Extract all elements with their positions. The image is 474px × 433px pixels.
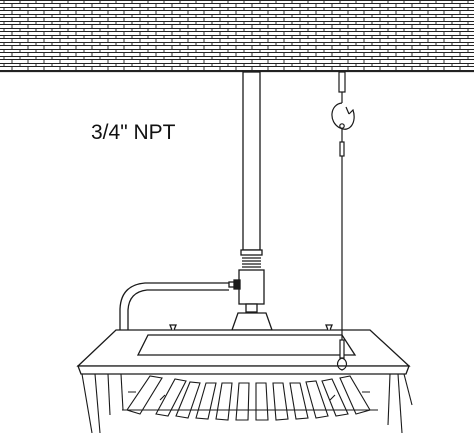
pipe-size-label: 3/4" NPT: [91, 121, 176, 144]
pendant-pipe: [240, 71, 263, 268]
conduit-arm: [119, 282, 229, 336]
pipe-coupling: [228, 269, 265, 313]
ceiling: [0, 0, 474, 73]
fixture-fins: [81, 373, 413, 433]
safety-cable: [331, 71, 355, 371]
fixture-dome: [231, 312, 273, 331]
fixture-body: [76, 324, 411, 375]
